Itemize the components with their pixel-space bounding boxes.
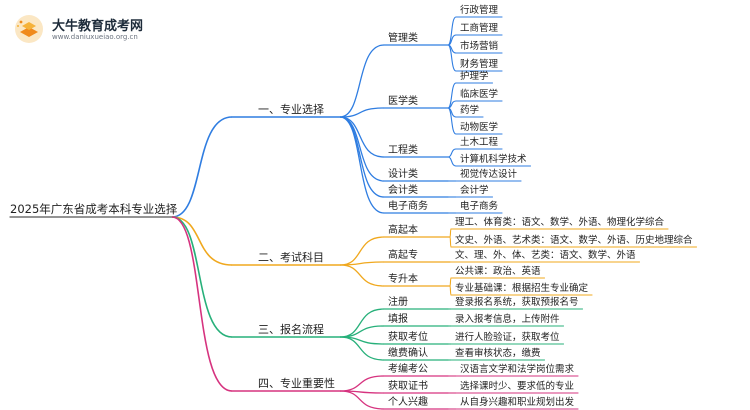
leaf-topic: 行政管理	[460, 4, 499, 16]
leaf-topic: 视觉传达设计	[460, 168, 518, 180]
branch-topic: 二、考试科目	[258, 250, 324, 264]
subtopic: 个人兴趣	[388, 395, 428, 408]
leaf-topic: 护理学	[460, 70, 489, 82]
subtopic-connector	[339, 236, 385, 266]
subtopic-connector	[339, 107, 385, 118]
leaf-topic: 文史、外语、艺术类：语文、数学、外语、历史地理综合	[455, 234, 693, 246]
book-logo-icon	[15, 15, 43, 43]
subtopic-connector	[339, 308, 385, 338]
root-topic: 2025年广东省成考本科专业选择	[10, 202, 178, 216]
subtopic-connector	[339, 325, 385, 338]
subtopic-connector	[339, 116, 385, 158]
subtopic: 高起本	[388, 223, 418, 236]
leaf-topic: 选择课时少、要求低的专业	[460, 380, 574, 392]
logo-title: 大牛教育成考网	[52, 19, 144, 34]
leaf-topic: 查看审核状态，缴费	[455, 347, 541, 359]
leaf-topic: 专业基础课：根据招生专业确定	[455, 282, 589, 294]
subtopic: 填报	[388, 312, 408, 325]
subtopic: 会计类	[388, 183, 418, 196]
leaf-topic: 土木工程	[460, 136, 499, 148]
branch-topic: 一、专业选择	[258, 102, 324, 116]
leaf-topic: 理工、体育类：语文、数学、外语、物理化学综合	[455, 216, 665, 228]
leaf-topic: 汉语言文学和法学岗位需求	[460, 363, 575, 375]
subtopic-connector	[339, 390, 385, 410]
subtopic: 高起专	[388, 248, 418, 261]
leaf-connector	[447, 148, 457, 158]
leaf-topic: 进行人脸验证，获取考位	[455, 331, 560, 343]
leaf-topic: 财务管理	[460, 58, 499, 70]
subtopic-connector	[339, 375, 385, 392]
leaf-connector	[449, 285, 452, 296]
leaf-topic: 会计学	[460, 184, 489, 196]
leaf-connector	[449, 277, 452, 287]
leaf-topic: 电子商务	[460, 200, 499, 212]
branch-topic: 四、专业重要性	[258, 376, 335, 390]
subtopic: 电子商务	[388, 199, 428, 212]
leaf-topic: 药学	[460, 104, 479, 116]
branch-connector	[171, 216, 233, 338]
subtopic: 获取考位	[388, 330, 428, 343]
subtopic-connector	[339, 336, 385, 361]
subtopic: 缴费确认	[388, 346, 428, 359]
leaf-topic: 登录报名系统，获取预报名号	[455, 296, 579, 308]
subtopic: 设计类	[388, 167, 418, 180]
leaf-topic: 录入报考信息，上传附件	[455, 313, 560, 325]
subtopic-connector	[339, 44, 385, 118]
subtopic: 考编考公	[388, 362, 428, 375]
branch-topic: 三、报名流程	[258, 322, 324, 336]
leaf-topic: 文、理、外、体、艺类：语文、数学、外语	[455, 249, 636, 261]
subtopic-connector	[339, 264, 385, 287]
subtopic-connector	[339, 116, 385, 198]
leaf-topic: 工商管理	[460, 22, 499, 34]
leaf-connector	[447, 107, 457, 135]
subtopic: 工程类	[388, 143, 418, 156]
leaf-topic: 市场营销	[460, 40, 499, 52]
subtopic-connector	[339, 116, 385, 214]
subtopic: 专升本	[388, 272, 418, 285]
leaf-topic: 从自身兴趣和职业规划出发	[460, 396, 575, 408]
logo-url: www.daniuxueiao.org.cn	[52, 33, 138, 41]
leaf-connector	[447, 44, 457, 72]
leaf-topic: 计算机科学技术	[460, 153, 527, 165]
leaf-connector	[447, 156, 457, 167]
subtopic: 医学类	[388, 94, 418, 107]
leaf-topic: 公共课：政治、英语	[455, 265, 541, 277]
leaf-topic: 动物医学	[460, 121, 498, 133]
leaf-connector	[449, 228, 452, 238]
branch-connector	[171, 216, 233, 392]
branch-connector	[171, 216, 233, 266]
leaf-topic: 临床医学	[460, 88, 498, 100]
leaf-connector	[449, 236, 452, 248]
subtopic: 注册	[388, 295, 408, 308]
branch-connector	[171, 116, 233, 218]
subtopic: 管理类	[388, 31, 418, 44]
subtopic: 获取证书	[388, 380, 428, 392]
site-logo: 大牛教育成考网 www.daniuxueiao.org.cn	[14, 12, 184, 46]
